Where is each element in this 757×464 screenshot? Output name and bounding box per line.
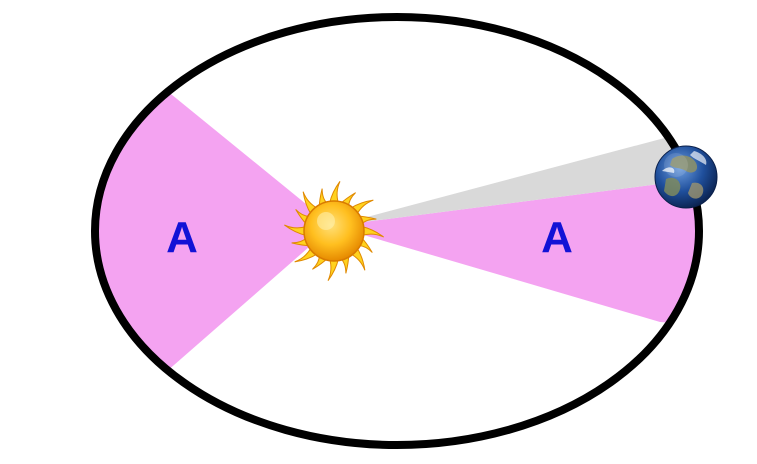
left-area-label: A — [166, 213, 198, 262]
sun-icon — [284, 181, 384, 281]
right-area-label: A — [541, 213, 573, 262]
sun-ray — [327, 258, 340, 281]
elliptical-orbit — [91, 13, 703, 449]
sun-ray — [361, 225, 384, 238]
swept-area-gray-sector — [333, 136, 690, 226]
sun-ray — [328, 181, 341, 204]
earth-icon — [654, 145, 718, 209]
right-equal-area-sector — [333, 180, 699, 330]
equal-area-sectors — [95, 90, 699, 420]
sun-ray — [284, 224, 307, 237]
